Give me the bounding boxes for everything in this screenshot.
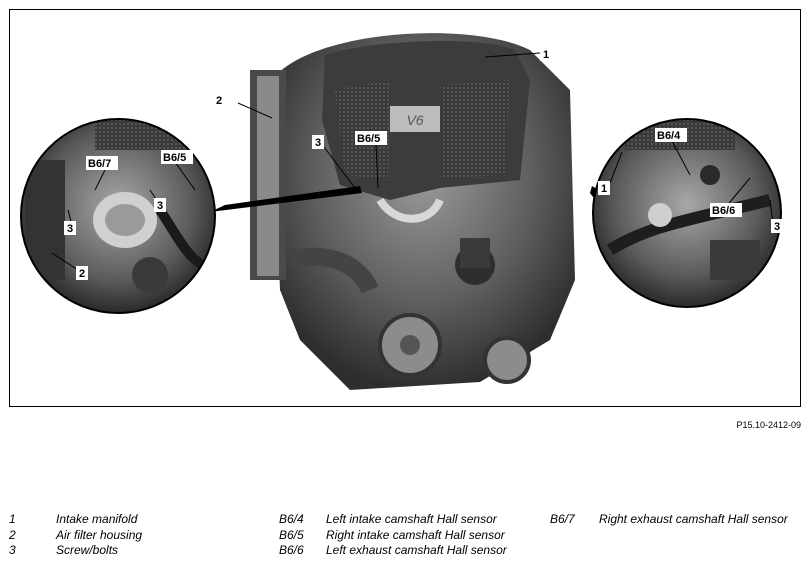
legend-text: Screw/bolts (56, 543, 119, 557)
legend-text: Left intake camshaft Hall sensor (326, 512, 497, 526)
legend-item: 2 Air filter housing (9, 528, 142, 542)
callout-2: 2 (216, 95, 222, 107)
legend-text: Intake manifold (56, 512, 138, 526)
legend-code: B6/5 (279, 528, 304, 542)
left-detail-view (20, 118, 216, 314)
left-callout-3b: 3 (67, 223, 73, 235)
right-detail-view (592, 118, 782, 308)
v6-badge: V6 (406, 112, 423, 128)
right-callout-1: 1 (601, 183, 607, 195)
right-callout-b6-6: B6/6 (712, 205, 735, 217)
callout-b6-5: B6/5 (357, 133, 380, 145)
legend-code: 3 (9, 543, 16, 557)
legend-item: B6/5 Right intake camshaft Hall sensor (279, 528, 505, 542)
legend-item: 1 Intake manifold (9, 512, 137, 526)
legend-code: B6/4 (279, 512, 304, 526)
figure-reference-code: P15.10-2412-09 (736, 420, 801, 430)
legend-code: 1 (9, 512, 16, 526)
legend-code: B6/6 (279, 543, 304, 557)
legend-text: Right intake camshaft Hall sensor (326, 528, 505, 542)
left-callout-3a: 3 (157, 200, 163, 212)
left-zoom-connector (210, 186, 362, 212)
legend-item: 3 Screw/bolts (9, 543, 118, 557)
legend-item: B6/6 Left exhaust camshaft Hall sensor (279, 543, 507, 557)
right-callout-3: 3 (774, 221, 780, 233)
engine-illustration: V6 (9, 9, 801, 407)
left-callout-b6-5: B6/5 (163, 152, 186, 164)
legend-text: Left exhaust camshaft Hall sensor (326, 543, 507, 557)
legend-code: B6/7 (550, 512, 575, 526)
callout-3: 3 (315, 137, 321, 149)
callout-1: 1 (543, 49, 549, 61)
legend-item: B6/4 Left intake camshaft Hall sensor (279, 512, 497, 526)
legend-text: Air filter housing (56, 528, 143, 542)
engine-body: V6 (250, 33, 575, 390)
right-callout-b6-4: B6/4 (657, 130, 681, 142)
left-callout-b6-7: B6/7 (88, 158, 111, 170)
engine-drawing: V6 (20, 33, 783, 390)
legend-text: Right exhaust camshaft Hall sensor (599, 512, 788, 526)
legend-code: 2 (9, 528, 16, 542)
callout-labels: 1 2 3 B6/5 B6/7 B6/5 3 3 2 B6/4 1 B6/6 3 (64, 47, 783, 280)
left-callout-2: 2 (79, 268, 85, 280)
legend-item: B6/7 Right exhaust camshaft Hall sensor (550, 512, 788, 526)
